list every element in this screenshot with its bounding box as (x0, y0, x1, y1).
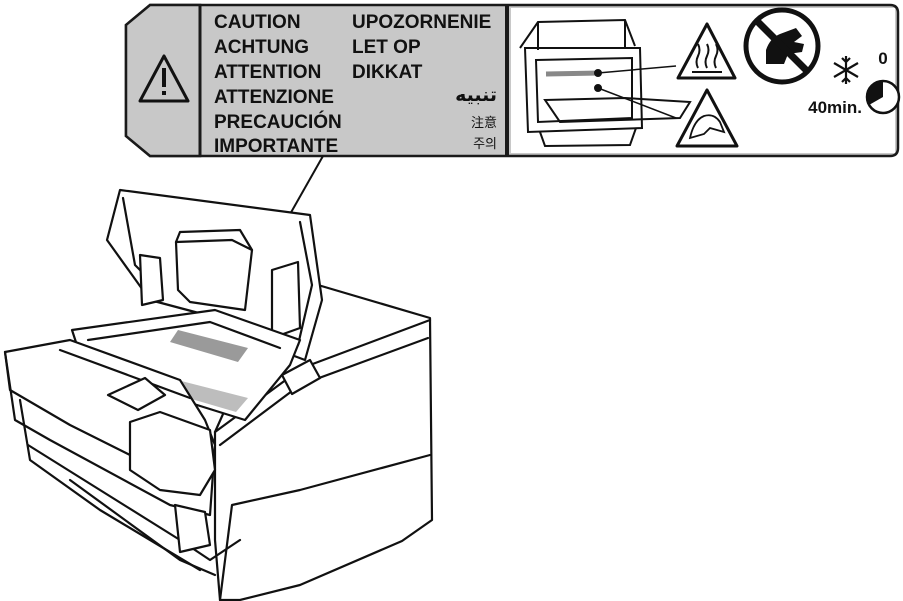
lever-handle (106, 376, 167, 412)
warning-text-arabic: تنبيه (455, 84, 497, 106)
warning-triangle-icon (138, 54, 190, 103)
cooldown-start-label: 0 (878, 49, 887, 68)
control-panel (280, 358, 322, 396)
cover-inner-panel (174, 238, 254, 312)
clock-icon (865, 79, 901, 115)
warning-text-5: PRECAUCIÓN (214, 111, 342, 133)
printer-pictogram (519, 18, 692, 148)
snowflake-icon (833, 56, 859, 84)
warning-text-7: UPOZORNENIE (352, 12, 491, 33)
hinge-left (138, 253, 165, 307)
pinch-hazard-icon (675, 88, 739, 148)
warning-text-6: IMPORTANTE (214, 136, 338, 157)
warning-text-1: CAUTION (214, 12, 301, 33)
hot-area-upper (170, 330, 248, 362)
printer-illustration (3, 188, 434, 601)
warning-text-2: ACHTUNG (214, 37, 309, 58)
caution-label: CAUTION ACHTUNG ATTENTION ATTENZIONE PRE… (124, 3, 901, 158)
hot-surface-icon (676, 22, 737, 80)
no-touch-icon (743, 7, 821, 85)
lever-unit (128, 410, 217, 497)
release-lever (173, 503, 212, 554)
warning-text-3: ATTENTION (214, 62, 321, 83)
hinge-right (270, 260, 302, 340)
warning-text-9: DIKKAT (352, 62, 423, 83)
warning-text-chinese: 注意 (471, 115, 497, 131)
cooldown-time-label: 40min. (808, 98, 862, 117)
warning-text-korean: 주의 (473, 137, 497, 152)
warning-text-4: ATTENZIONE (214, 87, 334, 108)
warning-text-8: LET OP (352, 37, 421, 58)
